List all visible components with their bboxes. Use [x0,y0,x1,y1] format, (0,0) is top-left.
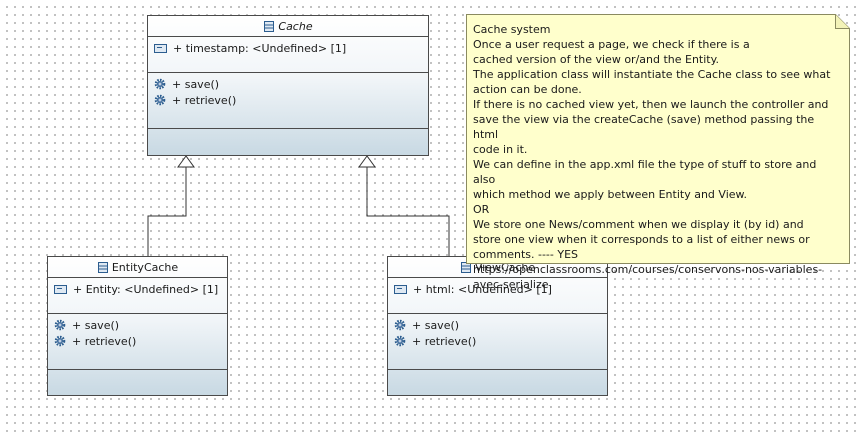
class-cache-name: Cache [278,19,313,33]
class-entitycache-header: EntityCache [48,257,227,278]
operation-label: + retrieve() [72,334,137,348]
operation-row[interactable]: + retrieve() [394,333,607,349]
class-cache[interactable]: Cache + timestamp: <Undefined> [1] + sav… [147,15,429,156]
attribute-icon [154,43,167,53]
operation-gear-icon [154,94,166,106]
attribute-label: + Entity: <Undefined> [1] [73,282,219,296]
operation-gear-icon [394,319,406,331]
operation-gear-icon [394,335,406,347]
operation-label: + save() [172,77,220,91]
class-cache-header: Cache [148,16,428,37]
operation-gear-icon [54,335,66,347]
operation-row[interactable]: + save() [154,76,428,92]
class-entitycache-name: EntityCache [111,260,179,274]
operation-label: + save() [72,318,120,332]
attribute-icon [54,284,67,294]
attribute-row[interactable]: + timestamp: <Undefined> [1] [154,40,428,56]
class-viewcache-extra-compartment [388,370,607,396]
note-text: Cache system Once a user request a page,… [473,23,831,291]
generalization-viewcache-to-cache[interactable] [358,155,450,256]
class-cache-operations: + save() + retrieve() [148,73,428,129]
class-viewcache-operations: + save() + retrieve() [388,314,607,370]
note-cache-system[interactable]: Cache system Once a user request a page,… [466,14,850,291]
operation-label: + retrieve() [412,334,477,348]
class-cache-attributes: + timestamp: <Undefined> [1] [148,37,428,73]
operation-row[interactable]: + save() [394,317,607,333]
note-shape [466,14,850,264]
attribute-icon [394,284,407,294]
operation-row[interactable]: + save() [54,317,227,333]
attribute-label: + html: <Undefined> [1] [413,282,552,296]
class-viewcache-attributes: + html: <Undefined> [1] [388,278,607,314]
operation-row[interactable]: + retrieve() [54,333,227,349]
attribute-label: + timestamp: <Undefined> [1] [173,41,347,55]
class-entitycache-extra-compartment [48,370,227,396]
class-icon [97,262,108,273]
class-icon [460,262,471,273]
operation-row[interactable]: + retrieve() [154,92,428,108]
generalization-entitycache-to-cache[interactable] [147,155,195,256]
class-entitycache-operations: + save() + retrieve() [48,314,227,370]
class-icon [264,21,275,32]
class-viewcache[interactable]: ViewCache + html: <Undefined> [1] + save… [387,256,608,396]
operation-label: + retrieve() [172,93,237,107]
class-entitycache-attributes: + Entity: <Undefined> [1] [48,278,227,314]
attribute-row[interactable]: + Entity: <Undefined> [1] [54,281,227,297]
operation-gear-icon [54,319,66,331]
operation-gear-icon [154,78,166,90]
class-cache-extra-compartment [148,129,428,156]
class-entitycache[interactable]: EntityCache + Entity: <Undefined> [1] + … [47,256,228,396]
operation-label: + save() [412,318,460,332]
attribute-row[interactable]: + html: <Undefined> [1] [394,281,607,297]
